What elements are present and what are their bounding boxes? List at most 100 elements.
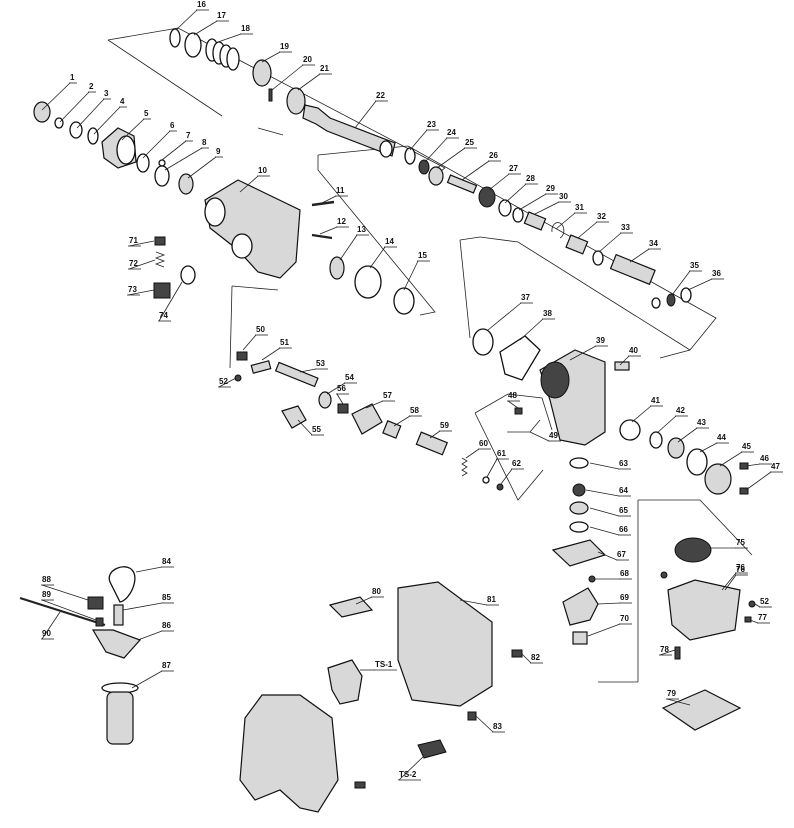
part-74-ring: [180, 265, 196, 285]
part-label: 6: [170, 121, 175, 130]
leader-line: [355, 596, 373, 605]
leader-line: [336, 393, 344, 405]
part-label: 24: [447, 128, 456, 137]
leader-line: [521, 653, 532, 664]
part-label: 14: [385, 237, 394, 246]
part-12-screw: [311, 233, 333, 240]
leader-line: [122, 602, 163, 611]
part-51-plate: [250, 360, 272, 374]
part-labels: 1234567891011121314151617181920212223242…: [42, 0, 780, 779]
leader-line: [577, 221, 598, 239]
part-label: 53: [316, 359, 325, 368]
part-81-housing-half: [397, 581, 493, 707]
leader-line: [459, 599, 488, 606]
part-label: 68: [620, 569, 629, 578]
part-29-ring: [512, 207, 524, 223]
part-label: 23: [427, 120, 436, 129]
leader-line: [671, 270, 691, 296]
part-label: 2: [89, 82, 94, 91]
part-label: 67: [617, 550, 626, 559]
leader-line: [619, 355, 630, 366]
part-32-piston: [565, 234, 589, 255]
leader-line: [598, 232, 622, 253]
part-73-holder: [153, 282, 171, 299]
part-label: 56: [337, 384, 346, 393]
part-label: 35: [690, 261, 699, 270]
leader-line: [128, 240, 155, 247]
leader-line: [597, 551, 618, 561]
part-label: 7: [186, 131, 191, 140]
leader-line: [59, 91, 90, 123]
part-label: 83: [493, 722, 502, 731]
part-11-screw: [311, 200, 335, 207]
leader-line: [41, 584, 89, 601]
leader-line: [369, 246, 386, 269]
part-76-motor-housing: [667, 579, 741, 641]
part-label: 86: [162, 621, 171, 630]
part-8-ring: [154, 165, 170, 187]
part-label: 18: [241, 24, 250, 33]
part-42-ring: [649, 431, 663, 449]
leader-line: [41, 611, 61, 640]
leader-line: [504, 183, 527, 204]
part-60-spring: [461, 457, 468, 477]
part-label: 89: [42, 590, 51, 599]
part-30-bush: [523, 211, 547, 231]
part-label: 1: [70, 73, 75, 82]
part-label: 31: [575, 203, 584, 212]
part-label: 28: [526, 174, 535, 183]
part-82-screw: [511, 649, 523, 658]
part-9-bearing: [178, 173, 194, 195]
part-70-bearing: [572, 631, 588, 645]
part-label: 80: [372, 587, 381, 596]
part-88-nut: [87, 596, 104, 610]
part-label: 43: [697, 418, 706, 427]
leader-line: [487, 302, 522, 331]
part-84-clamp: [108, 566, 136, 603]
leader-line: [597, 602, 621, 605]
leader-line: [354, 100, 377, 129]
leader-line: [500, 468, 513, 485]
part-68-screw: [588, 575, 596, 583]
part-label: 11: [336, 186, 345, 195]
leader-line: [465, 448, 480, 459]
part-label: 49: [549, 431, 558, 440]
part-18-spring: [205, 38, 240, 71]
leader-line: [187, 156, 217, 179]
part-label: 71: [129, 236, 138, 245]
part-4-ring: [87, 127, 99, 145]
leader-line: [589, 507, 620, 517]
part-65-bearing: [569, 501, 589, 515]
part-label: 54: [345, 373, 354, 382]
leader-line: [589, 526, 620, 536]
part-label: 12: [337, 217, 346, 226]
leader-line: [409, 129, 428, 151]
part-33-ring: [592, 250, 604, 266]
leader-line: [749, 619, 759, 624]
part-label: 3: [104, 89, 109, 98]
part-label: 40: [629, 346, 638, 355]
leader-line: [629, 248, 650, 263]
leader-line: [135, 566, 163, 573]
part-label: 33: [621, 223, 630, 232]
part-13-ring: [329, 256, 345, 280]
part-label: 60: [479, 439, 488, 448]
leader-line: [93, 106, 121, 135]
part-label: 22: [376, 91, 385, 100]
leader-line: [719, 451, 743, 467]
part-43-bearing: [667, 437, 685, 459]
leader-lines: [41, 9, 783, 781]
part-71-brush: [154, 236, 166, 246]
part-22-spindle: [302, 104, 396, 157]
leader-line: [534, 201, 560, 215]
part-label: 44: [717, 433, 726, 442]
part-label: 65: [619, 506, 628, 515]
part-label: 61: [497, 449, 506, 458]
part-label: 17: [217, 11, 226, 20]
part-label: 46: [760, 454, 769, 463]
part-2-ring: [54, 117, 64, 129]
part-label: 63: [619, 459, 628, 468]
part-57-gear: [351, 403, 383, 435]
